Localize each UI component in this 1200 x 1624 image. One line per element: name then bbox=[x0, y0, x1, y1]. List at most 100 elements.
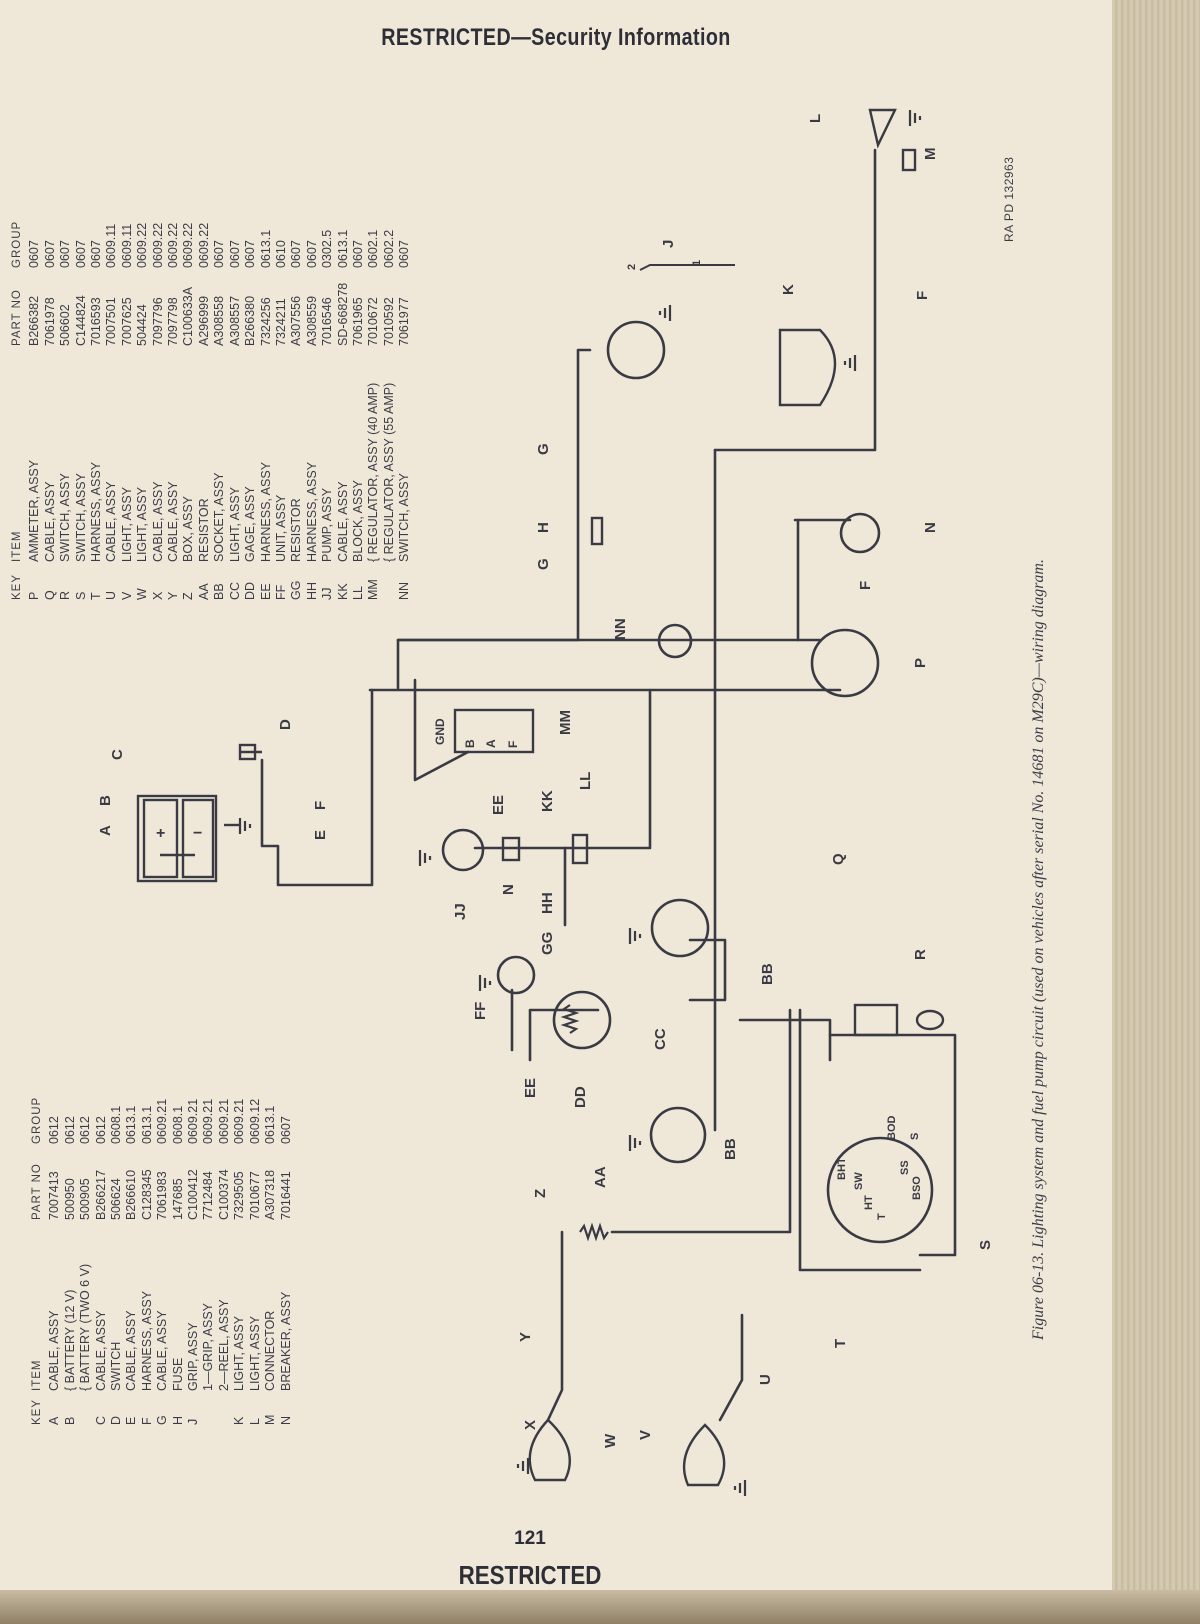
label-ee: EE bbox=[522, 1078, 539, 1098]
label-reel-1: 1 bbox=[691, 260, 703, 266]
label-sw-t: T bbox=[876, 1213, 888, 1220]
binding-shadow bbox=[0, 1590, 1200, 1624]
label-dd: DD bbox=[572, 1086, 589, 1108]
page-edge-stack bbox=[1112, 0, 1200, 1624]
label-ll: LL bbox=[577, 772, 594, 790]
wire-bb-top bbox=[688, 938, 727, 1002]
battery-box bbox=[136, 794, 240, 883]
label-bb: BB bbox=[722, 1138, 739, 1160]
reg-f-label: F bbox=[506, 741, 520, 748]
wire-dd-gage bbox=[528, 1008, 600, 1062]
label-d: D bbox=[277, 719, 294, 730]
label-sw-bht: BHT bbox=[836, 1157, 848, 1180]
label-reel-2: 2 bbox=[626, 264, 638, 270]
battery-plus-label: + bbox=[156, 825, 165, 842]
label-k: K bbox=[780, 284, 797, 295]
resistor-gg bbox=[560, 1004, 580, 1034]
label-y: Y bbox=[517, 1332, 534, 1342]
wire-q-run-2 bbox=[713, 148, 877, 452]
fuel-pump-jj bbox=[441, 828, 485, 872]
connector-m bbox=[901, 148, 917, 172]
reg-a-label: A bbox=[484, 739, 498, 748]
label-sw-bso: BSO bbox=[911, 1176, 923, 1200]
label-g: G bbox=[535, 558, 552, 570]
ground-symbols bbox=[238, 110, 922, 1496]
light-cc-lower bbox=[649, 1106, 707, 1164]
figure-caption: Figure 06-13. Lighting system and fuel p… bbox=[1030, 559, 1047, 1340]
label-e: E bbox=[312, 830, 329, 840]
label-c: C bbox=[109, 749, 126, 760]
light-v bbox=[682, 1423, 726, 1487]
label-x: X bbox=[522, 1420, 539, 1430]
wire-e-f-harness bbox=[260, 688, 374, 887]
label-sw-sw: SW bbox=[853, 1172, 865, 1190]
wire-reg-link bbox=[413, 678, 470, 782]
label-a: A bbox=[97, 825, 114, 836]
wiring-diagram: + − GND B A F bbox=[97, 108, 994, 1496]
battery-minus-label: − bbox=[193, 825, 202, 842]
ammeter-p bbox=[810, 628, 880, 698]
light-cc-upper bbox=[650, 898, 710, 958]
label-f: F bbox=[312, 801, 329, 810]
label-q: Q bbox=[830, 853, 847, 865]
label-ee: EE bbox=[490, 795, 507, 815]
page-header: RESTRICTED—Security Information bbox=[381, 24, 731, 51]
label-n: N bbox=[500, 884, 517, 895]
label-z: Z bbox=[532, 1189, 549, 1198]
label-sw-ht: HT bbox=[863, 1195, 875, 1210]
label-g: G bbox=[535, 443, 552, 455]
gage-dd bbox=[552, 990, 612, 1050]
light-l bbox=[868, 108, 897, 149]
fuse-h bbox=[590, 516, 604, 546]
resistor-aa bbox=[579, 1222, 609, 1242]
label-cc: CC bbox=[652, 1028, 669, 1050]
generator-circle bbox=[606, 320, 666, 380]
wire-r-switch bbox=[738, 1018, 832, 1062]
label-sw-s: S bbox=[909, 1133, 921, 1140]
label-f: F bbox=[914, 291, 931, 300]
breaker-n bbox=[839, 512, 881, 554]
unit-ff bbox=[496, 955, 536, 995]
label-m: M bbox=[922, 148, 939, 161]
light-k bbox=[778, 328, 837, 407]
label-aa: AA bbox=[592, 1166, 609, 1188]
label-l: L bbox=[807, 114, 824, 123]
reg-gnd-label: GND bbox=[433, 718, 447, 745]
switch-r-knob bbox=[915, 1009, 945, 1031]
label-t: T bbox=[832, 1339, 849, 1348]
wire-u-run bbox=[718, 1313, 744, 1422]
label-sw-ss: SS bbox=[899, 1160, 911, 1175]
wire-aa-run bbox=[610, 1008, 792, 1234]
switch-d bbox=[238, 743, 262, 761]
connector-ee bbox=[501, 836, 521, 862]
label-v: V bbox=[637, 1430, 654, 1440]
wire-lower-loop bbox=[828, 1033, 957, 1257]
label-n: N bbox=[922, 522, 939, 533]
wire-main-trunk bbox=[396, 348, 592, 690]
wire-t-harness bbox=[798, 1008, 922, 1272]
label-h: H bbox=[535, 522, 552, 533]
label-s: S bbox=[977, 1240, 994, 1250]
label-w: W bbox=[602, 1433, 619, 1448]
label-sw-bod: BOD bbox=[886, 1116, 898, 1141]
page-number: 121 bbox=[514, 1528, 546, 1549]
label-f: F bbox=[857, 581, 874, 590]
page-footer: RESTRICTED bbox=[458, 1560, 602, 1590]
label-nn: NN bbox=[612, 618, 629, 640]
wire-kk bbox=[563, 688, 652, 850]
label-mm: MM bbox=[557, 710, 574, 735]
reg-b-label: B bbox=[463, 739, 477, 748]
main-switch-s bbox=[826, 1136, 934, 1244]
label-ff: FF bbox=[472, 1002, 489, 1020]
label-kk: KK bbox=[539, 790, 556, 812]
label-gg: GG bbox=[539, 932, 556, 955]
regulator-mm bbox=[453, 708, 535, 754]
block-ll bbox=[571, 833, 589, 865]
label-hh: HH bbox=[539, 892, 556, 914]
light-w bbox=[528, 1418, 571, 1482]
label-j: J bbox=[660, 240, 677, 248]
reel-j bbox=[639, 264, 735, 271]
label-r: R bbox=[912, 949, 929, 960]
label-b: B bbox=[97, 795, 114, 806]
label-bb: BB bbox=[759, 963, 776, 985]
